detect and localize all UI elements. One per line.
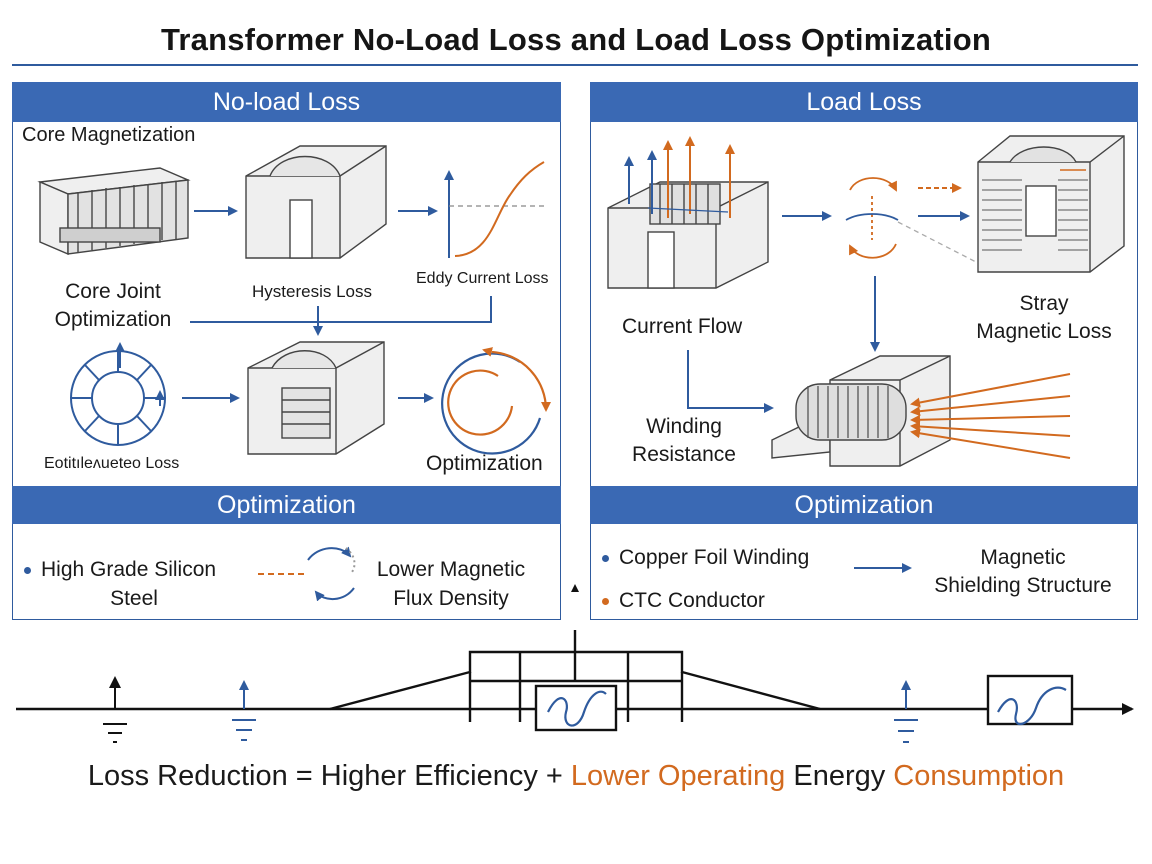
garbled-loss-label: Eotitıleʌueteo Loss [44, 455, 180, 472]
bullet-icon [602, 554, 609, 562]
bh-curve-icon [444, 161, 545, 258]
opt-item-1-line1: High Grade Silicon [41, 558, 217, 581]
load-header: Load Loss [590, 82, 1138, 122]
bullet-icon [24, 566, 31, 574]
flux-swirl-icon [845, 177, 899, 259]
opt-item-2-line1: Lower Magnetic [376, 558, 526, 581]
footer-part-3: Energy [785, 760, 894, 792]
current-flow-arrows-icon [624, 136, 735, 218]
opt-item-1-line2: Steel [110, 587, 158, 610]
footer-part-4: Consumption [893, 760, 1065, 792]
stray-line1: Stray [1019, 292, 1069, 315]
stacked-core-icon [247, 341, 385, 455]
load-optimization-header: Optimization [590, 486, 1138, 524]
hysteresis-loss-label: Hysteresis Loss [252, 282, 372, 301]
core-joint-label: Core Joint Optimization [30, 278, 196, 334]
laminated-core-icon [37, 167, 191, 256]
stray-magnetic-loss-label: Stray Magnetic Loss [966, 290, 1122, 346]
no-load-opt-item-2: Lower Magnetic Flux Density [362, 555, 540, 613]
no-load-optimization-header: Optimization [12, 486, 561, 524]
no-load-header: No-load Loss [12, 82, 561, 122]
title-underline [12, 64, 1138, 66]
core-joint-line1: Core Joint [65, 280, 161, 303]
footer-part-2: Lower Operating [570, 760, 786, 792]
stray-core-icon [977, 135, 1125, 273]
winding-line1: Winding [646, 415, 722, 438]
waveform-icon [547, 690, 607, 727]
optimization-label: Optimization [426, 452, 543, 475]
hysteresis-core-icon [245, 145, 387, 259]
stray-line2: Magnetic Loss [976, 320, 1112, 343]
core-joint-line2: Optimization [54, 308, 172, 331]
copper-foil-label: Copper Foil Winding [619, 546, 810, 569]
winding-coil-icon [771, 355, 951, 467]
winding-line2: Resistance [632, 443, 736, 466]
transformer-core-icon [607, 181, 769, 289]
load-opt-item-2: CTC Conductor [602, 589, 765, 613]
waveform-icon-2 [997, 686, 1067, 725]
load-opt-item-1: Copper Foil Winding [602, 546, 809, 570]
footer-part-1: Loss Reduction = Higher Efficiency + [87, 760, 571, 792]
ground-symbols-icon [103, 676, 918, 743]
ctc-conductor-label: CTC Conductor [619, 589, 765, 612]
incoming-flux-arrows-icon [910, 373, 1071, 459]
current-flow-label: Current Flow [622, 315, 743, 338]
bullet-icon [602, 597, 609, 605]
page-title: Transformer No-Load Loss and Load Loss O… [160, 22, 992, 57]
shield-line1: Magnetic [980, 546, 1066, 569]
summary-equation: Loss Reduction = Higher Efficiency + Low… [0, 760, 1152, 793]
no-load-opt-item-1: High Grade Silicon [24, 555, 216, 584]
winding-resistance-label: Winding Resistance [620, 413, 748, 469]
shield-line2: Shielding Structure [934, 574, 1112, 597]
core-magnetization-label: Core Magnetization [22, 124, 196, 146]
core-joint-ring-icon [70, 350, 166, 446]
magnetic-shielding-label: Magnetic Shielding Structure [920, 544, 1126, 600]
optimization-cycle-icon [441, 347, 552, 455]
exchange-arrows-icon [307, 546, 356, 602]
eddy-current-loss-label: Eddy Current Loss [416, 270, 549, 287]
opt-item-2-line2: Flux Density [393, 587, 509, 610]
circuit-line-icon [16, 630, 1134, 732]
